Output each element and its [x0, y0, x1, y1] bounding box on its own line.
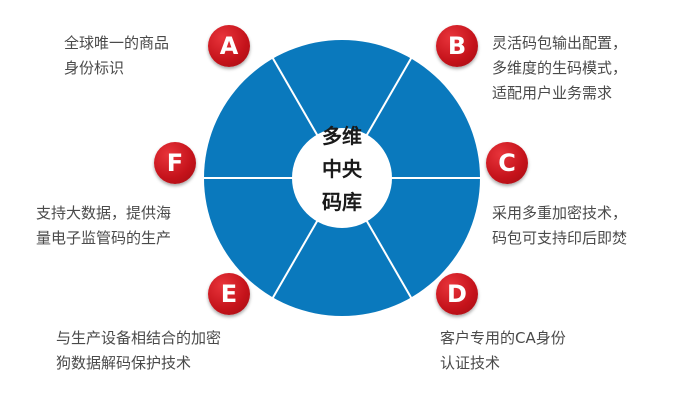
wheel-divider — [365, 56, 413, 137]
segment-d-text: 客户专用的CA身份 认证技术 — [440, 326, 566, 376]
wheel-divider — [271, 219, 319, 300]
segment-a-line-1: 全球唯一的商品 — [64, 34, 170, 52]
badge-a: A — [208, 25, 250, 67]
center-line-1: 多维 — [322, 124, 362, 148]
wheel-divider — [271, 56, 319, 137]
segment-b-line-2: 多维度的生码模式， — [492, 59, 628, 77]
badge-f: F — [154, 142, 196, 184]
segment-c-line-2: 码包可支持印后即焚 — [492, 229, 628, 247]
segment-b-text: 灵活码包输出配置， 多维度的生码模式， 适配用户业务需求 — [492, 31, 627, 106]
wheel-divider — [365, 219, 413, 300]
segment-e-line-1: 与生产设备相结合的加密 — [56, 329, 222, 347]
segment-a-text: 全球唯一的商品 身份标识 — [64, 31, 169, 81]
segment-f-text: 支持大数据，提供海 量电子监管码的生产 — [36, 201, 171, 251]
segment-d-line-2: 认证技术 — [440, 354, 501, 372]
segment-e-text: 与生产设备相结合的加密 狗数据解码保护技术 — [56, 326, 221, 376]
segment-e-line-2: 狗数据解码保护技术 — [56, 354, 192, 372]
segment-b-line-1: 灵活码包输出配置， — [492, 34, 628, 52]
center-line-2: 中央 — [322, 157, 362, 181]
segment-c-text: 采用多重加密技术， 码包可支持印后即焚 — [492, 201, 627, 251]
badge-c: C — [486, 142, 528, 184]
center-label: 多维 中央 码库 — [300, 120, 384, 219]
segment-c-line-1: 采用多重加密技术， — [492, 204, 628, 222]
center-line-3: 码库 — [322, 190, 362, 214]
segment-a-line-2: 身份标识 — [64, 59, 125, 77]
segment-d-line-1: 客户专用的CA身份 — [440, 329, 566, 347]
segment-b-line-3: 适配用户业务需求 — [492, 84, 613, 102]
wheel-hub — [292, 128, 392, 228]
badge-e: E — [208, 273, 250, 315]
segment-f-line-1: 支持大数据，提供海 — [36, 204, 172, 222]
segment-f-line-2: 量电子监管码的生产 — [36, 229, 172, 247]
badge-b: B — [436, 25, 478, 67]
badge-d: D — [436, 273, 478, 315]
wheel-dividers — [202, 56, 482, 300]
